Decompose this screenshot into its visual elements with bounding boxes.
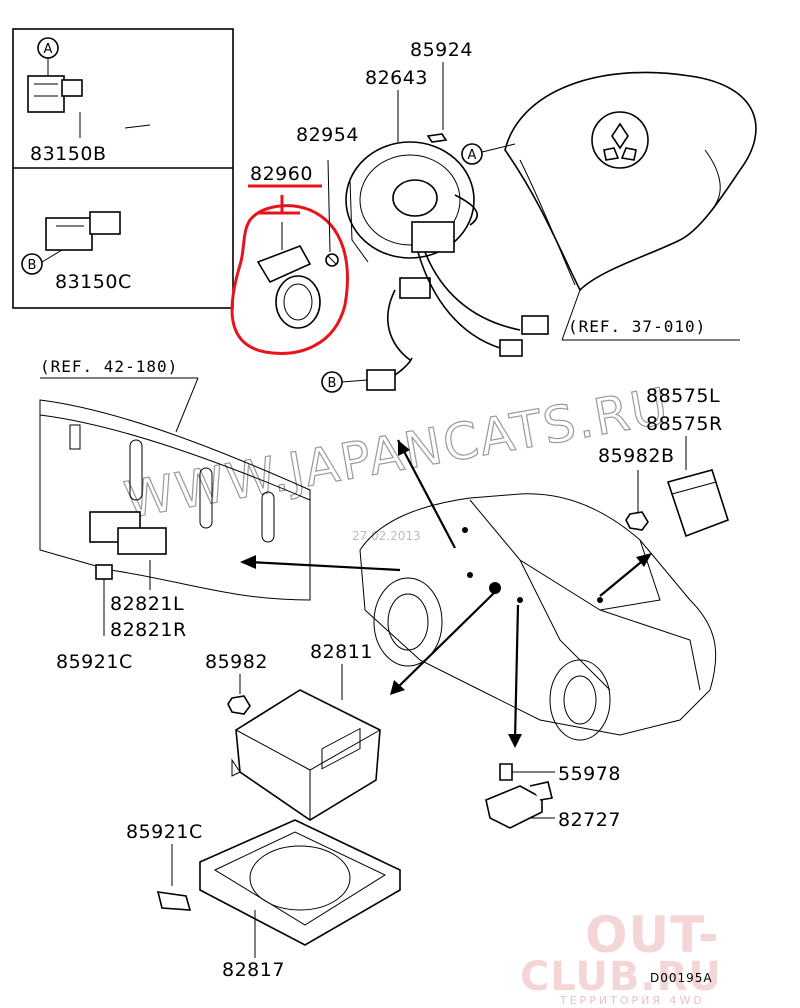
part-82960-group: 82960 82954 bbox=[230, 124, 359, 355]
part-85921c-b: 85921C bbox=[126, 821, 203, 843]
rear-sensor-82727: 55978 82727 bbox=[485, 763, 621, 831]
part-82811: 82811 bbox=[310, 641, 373, 663]
bolt-85921c-b bbox=[156, 891, 192, 911]
highlight-outline bbox=[230, 204, 349, 355]
clock-spring-connector bbox=[411, 221, 455, 253]
harness-83150c bbox=[45, 183, 220, 251]
connector-a-body bbox=[27, 75, 65, 113]
part-55978: 55978 bbox=[558, 763, 621, 785]
part-82643: 82643 bbox=[365, 67, 428, 89]
part-85982b: 85982B bbox=[598, 445, 674, 467]
callout-a-airbag bbox=[461, 143, 483, 165]
part-83150b: 83150B bbox=[30, 143, 106, 165]
callout-a-label: A bbox=[44, 42, 53, 57]
connector-b-body bbox=[45, 217, 93, 251]
diagram-code: D00195A bbox=[650, 971, 713, 985]
callout-b-inset bbox=[21, 253, 43, 275]
part-82960: 82960 bbox=[250, 163, 313, 185]
front-sensor-88575: 88575L 88575R 85982B bbox=[598, 385, 729, 538]
vehicle-outline bbox=[359, 493, 717, 741]
footer: OUT- CLUB.RU ТЕРРИТОРИЯ 4WD D00195A bbox=[520, 906, 722, 1007]
mitsubishi-logo-icon bbox=[603, 122, 637, 161]
watermark-site: WWW.JAPANCATS.RU bbox=[120, 377, 674, 530]
srs-unit-82811: 82811 85982 bbox=[205, 641, 381, 821]
part-85921c-a: 85921C bbox=[56, 651, 133, 673]
clock-spring-82643: 85924 82643 B bbox=[321, 39, 549, 393]
front-sensor-body bbox=[666, 469, 729, 538]
part-82954: 82954 bbox=[296, 124, 359, 146]
harness-83150b bbox=[27, 57, 212, 132]
watermark: WWW.JAPANCATS.RU 27.02.2013 bbox=[120, 376, 675, 543]
part-85924: 85924 bbox=[410, 39, 473, 61]
part-82817: 82817 bbox=[222, 959, 285, 981]
logo-line2: CLUB.RU bbox=[520, 954, 722, 1000]
nut-85982 bbox=[227, 695, 251, 715]
part-88575r: 88575R bbox=[646, 413, 723, 435]
part-88575l: 88575L bbox=[646, 385, 720, 407]
nut-85982b bbox=[625, 511, 649, 531]
logo-line1: OUT- bbox=[585, 906, 720, 964]
part-82821r: 82821R bbox=[110, 619, 187, 641]
airbag-module: A (REF. 37-010) bbox=[461, 71, 757, 341]
part-85982: 85982 bbox=[205, 651, 268, 673]
bracket-82817: 85921C 82817 bbox=[126, 819, 401, 981]
ref-42-180: (REF. 42-180) bbox=[40, 357, 178, 376]
callout-a-airbag-label: A bbox=[468, 148, 477, 163]
callout-b-label: B bbox=[28, 258, 37, 273]
pointer-arrows bbox=[240, 439, 652, 748]
connector-inset: A 83150B B 83150C bbox=[12, 28, 234, 309]
rear-sensor-body bbox=[485, 785, 543, 829]
screw-82954 bbox=[325, 159, 339, 267]
logo-tagline: ТЕРРИТОРИЯ 4WD bbox=[559, 994, 705, 1007]
body-panel: (REF. 42-180) 82821L 82821R 85921C bbox=[39, 357, 311, 673]
callout-b-spring-label: B bbox=[328, 376, 337, 391]
part-82727: 82727 bbox=[558, 809, 621, 831]
ring-piece bbox=[256, 222, 321, 329]
part-82821l: 82821L bbox=[110, 593, 184, 615]
part-83150c: 83150C bbox=[55, 271, 132, 293]
watermark-date: 27.02.2013 bbox=[352, 529, 421, 543]
bolt-85921c-a bbox=[95, 564, 113, 580]
ref-37-010: (REF. 37-010) bbox=[568, 317, 706, 336]
bolt-55978 bbox=[499, 763, 513, 781]
screw-85924 bbox=[426, 133, 448, 143]
